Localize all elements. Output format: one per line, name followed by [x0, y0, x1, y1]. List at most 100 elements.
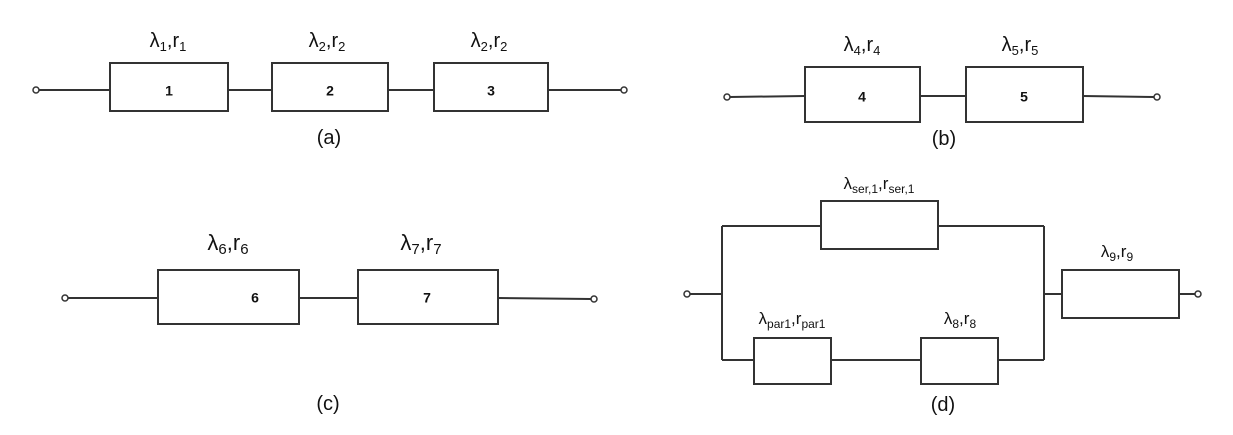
block-3	[433, 62, 549, 112]
lambda-index: 1	[160, 39, 167, 54]
r-index: 2	[338, 39, 345, 54]
r-index: 6	[240, 241, 248, 258]
r-index: 8	[969, 317, 976, 331]
panel-b: 4 5 λ4,r4 λ5,r5 (b)	[723, 34, 1161, 150]
output-terminal	[590, 295, 598, 303]
block-4-number: 4	[858, 89, 866, 105]
lambda-index: 2	[481, 39, 488, 54]
panel-c: 6 7 λ6,r6 λ7,r7 (c)	[61, 230, 598, 415]
r-index: 2	[500, 39, 507, 54]
r-symbol: r	[493, 30, 500, 52]
block-7	[357, 269, 499, 325]
r-symbol: r	[331, 30, 338, 52]
lambda-index: ser,1	[852, 182, 878, 196]
block-8	[920, 337, 999, 385]
separator: ,	[1019, 34, 1025, 56]
block-1-number: 1	[165, 83, 173, 99]
r-index: ser,1	[888, 182, 914, 196]
r-symbol: r	[426, 230, 433, 255]
lambda-index: 7	[411, 241, 419, 258]
block-2	[271, 62, 389, 112]
separator: ,	[420, 230, 426, 255]
lambda-index: 6	[218, 241, 226, 258]
lambda-index: 5	[1012, 43, 1019, 58]
lambda-symbol: λ	[844, 174, 853, 193]
block-7-label: λ7,r7	[400, 230, 441, 258]
r-symbol: r	[866, 34, 873, 56]
block-3-label: λ2,r2	[471, 30, 508, 54]
lambda-symbol: λ	[844, 34, 854, 56]
block-7-number: 7	[423, 290, 431, 306]
r-symbol: r	[233, 230, 240, 255]
lambda-symbol: λ	[1101, 242, 1110, 261]
r-symbol: r	[964, 309, 970, 328]
input-terminal	[723, 93, 731, 101]
wire	[729, 95, 806, 98]
block-5-number: 5	[1020, 89, 1028, 105]
wire	[1082, 95, 1155, 98]
input-terminal	[61, 294, 69, 302]
separator: ,	[1116, 242, 1121, 261]
r-symbol: r	[172, 30, 179, 52]
lambda-symbol: λ	[207, 230, 218, 255]
lambda-index: 9	[1109, 250, 1116, 264]
block-6-label: λ6,r6	[207, 230, 248, 258]
caption-d: (d)	[931, 394, 955, 416]
lambda-symbol: λ	[944, 309, 953, 328]
panel-a: 1 2 3 λ1,r1 λ2,r2 λ2,r2 (a)	[32, 30, 628, 149]
caption-b: (b)	[932, 128, 956, 150]
r-symbol: r	[1024, 34, 1031, 56]
block-3-number: 3	[487, 83, 495, 99]
block-2-number: 2	[326, 83, 334, 99]
input-terminal	[683, 290, 691, 298]
block-6	[157, 269, 300, 325]
wire	[497, 297, 592, 300]
separator: ,	[878, 174, 883, 193]
r-index: 9	[1126, 250, 1133, 264]
block-5-label: λ5,r5	[1002, 34, 1039, 58]
r-index: 5	[1031, 43, 1038, 58]
caption-c: (c)	[316, 393, 339, 415]
lambda-symbol: λ	[150, 30, 160, 52]
separator: ,	[167, 30, 173, 52]
panel-d: λser,1,rser,1 λpar1,rpar1 λ8,r8 λ9,r9 (d…	[683, 174, 1202, 416]
r-index: 1	[179, 39, 186, 54]
r-index: 4	[873, 43, 880, 58]
lambda-symbol: λ	[1002, 34, 1012, 56]
r-symbol: r	[883, 174, 889, 193]
separator: ,	[326, 30, 332, 52]
output-terminal	[1194, 290, 1202, 298]
block-5	[965, 66, 1084, 123]
lambda-index: par1	[767, 317, 791, 331]
lambda-index: 8	[952, 317, 959, 331]
separator: ,	[861, 34, 867, 56]
lambda-symbol: λ	[309, 30, 319, 52]
block-par-1	[753, 337, 832, 385]
lambda-index: 4	[854, 43, 861, 58]
lambda-symbol: λ	[400, 230, 411, 255]
block-6-number: 6	[251, 290, 259, 306]
r-index: par1	[801, 317, 825, 331]
block-ser-1-label: λser,1,rser,1	[844, 174, 915, 196]
r-symbol: r	[796, 309, 802, 328]
block-4-label: λ4,r4	[844, 34, 881, 58]
separator: ,	[227, 230, 233, 255]
r-symbol: r	[1121, 242, 1127, 261]
lambda-index: 2	[319, 39, 326, 54]
output-terminal	[620, 86, 628, 94]
block-9-label: λ9,r9	[1101, 242, 1134, 264]
block-8-label: λ8,r8	[944, 309, 977, 331]
block-1	[109, 62, 229, 112]
separator: ,	[488, 30, 494, 52]
block-ser-1	[820, 200, 939, 250]
separator: ,	[791, 309, 796, 328]
block-1-label: λ1,r1	[150, 30, 187, 54]
separator: ,	[959, 309, 964, 328]
block-4	[804, 66, 921, 123]
output-terminal	[1153, 93, 1161, 101]
block-9	[1061, 269, 1180, 319]
lambda-symbol: λ	[471, 30, 481, 52]
caption-a: (a)	[317, 127, 341, 149]
input-terminal	[32, 86, 40, 94]
